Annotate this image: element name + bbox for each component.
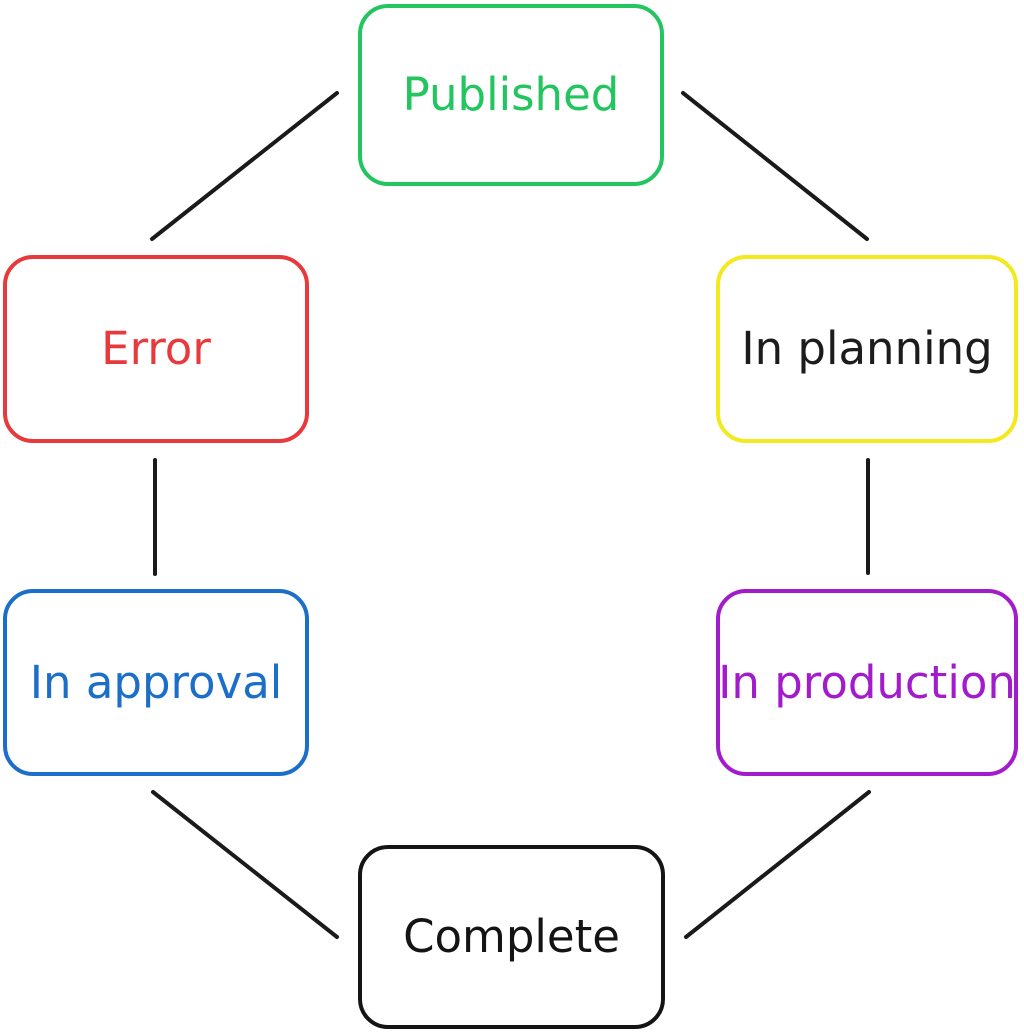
- node-in-production-label: In production: [718, 655, 1016, 709]
- edge-complete-to-in-approval: [151, 790, 339, 939]
- edge-in-production-to-complete: [684, 790, 871, 939]
- node-in-approval-label: In approval: [29, 655, 283, 709]
- node-in-planning: In planning: [716, 255, 1018, 443]
- node-in-production: In production: [716, 589, 1018, 776]
- node-complete-label: Complete: [403, 910, 620, 964]
- node-error-label: Error: [101, 322, 211, 376]
- node-in-approval: In approval: [3, 589, 309, 776]
- node-published: Published: [358, 4, 664, 186]
- edge-published-to-in-planning: [681, 91, 869, 241]
- node-in-planning-label: In planning: [741, 322, 993, 376]
- node-published-label: Published: [402, 68, 620, 122]
- node-complete: Complete: [358, 845, 665, 1029]
- node-error: Error: [3, 255, 309, 443]
- edge-error-to-published: [150, 91, 339, 241]
